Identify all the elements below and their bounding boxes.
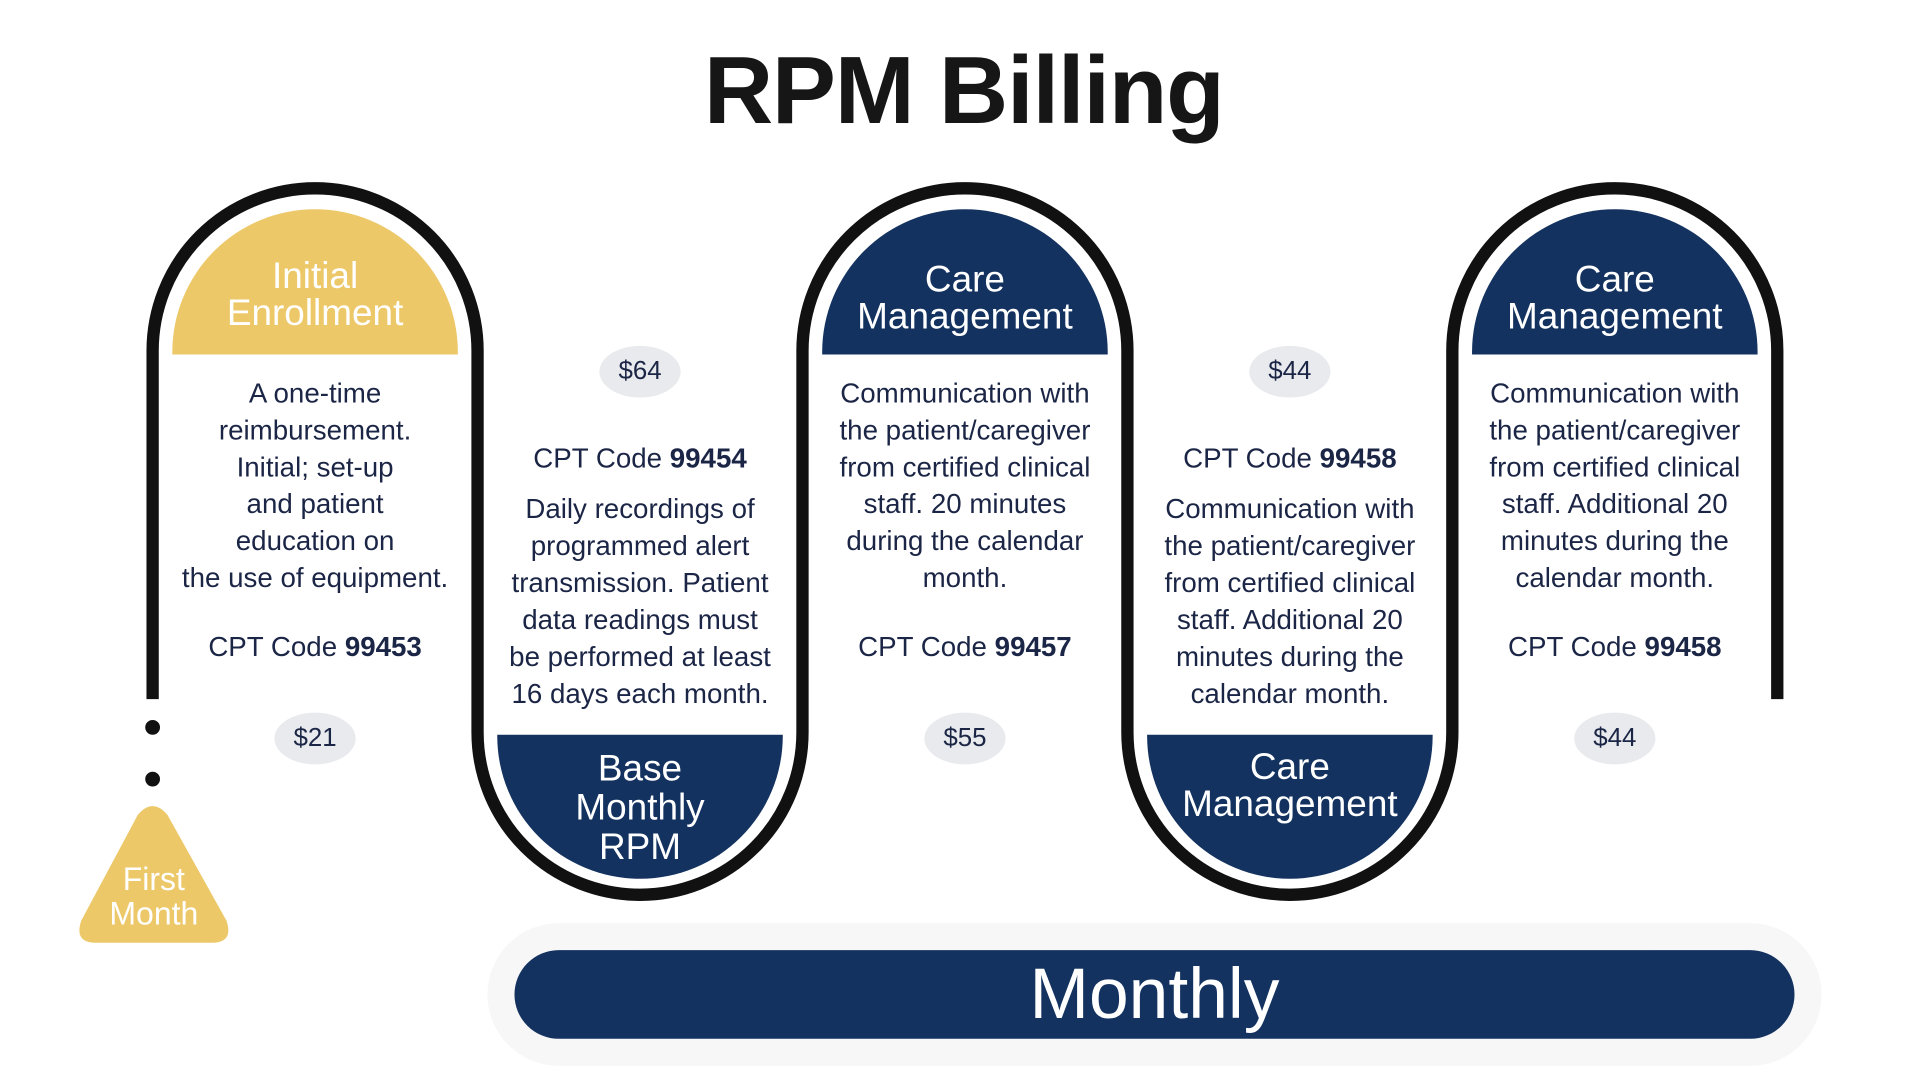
cpt-code: 99454 xyxy=(669,443,747,474)
desc-line: staff. Additional 20 xyxy=(1176,604,1403,636)
desc-line: from certified clinical xyxy=(1164,567,1416,599)
step-1-description: A one-time reimbursement. Initial; set-u… xyxy=(167,375,462,597)
header-line: Management xyxy=(857,296,1073,338)
dot-1 xyxy=(145,720,161,735)
first-month-line1: First xyxy=(122,860,185,898)
desc-line: from certified clinical xyxy=(839,451,1091,483)
cpt-prefix: CPT Code xyxy=(1183,443,1312,474)
cpt-code: 99457 xyxy=(994,631,1072,663)
header-line: Enrollment xyxy=(226,292,404,334)
step-5-price: $44 xyxy=(1574,712,1656,765)
cpt-code: 99458 xyxy=(1644,631,1722,663)
header-line: Care xyxy=(1574,259,1655,301)
header-line: Monthly xyxy=(575,787,705,829)
desc-line: and patient xyxy=(246,488,384,520)
cap-step-5 xyxy=(1472,209,1758,355)
desc-line: the use of equipment. xyxy=(181,562,449,594)
step-4-header: Care Management xyxy=(1147,747,1433,825)
desc-line: from certified clinical xyxy=(1489,451,1741,483)
cap-step-2 xyxy=(497,734,783,879)
cap-step-3 xyxy=(822,209,1108,355)
step-3-price: $55 xyxy=(924,712,1006,765)
desc-line: A one-time xyxy=(248,377,382,409)
desc-line: Communication with xyxy=(840,377,1090,409)
desc-line: data readings must xyxy=(522,604,758,636)
cpt-code: 99458 xyxy=(1319,443,1397,474)
header-line: Management xyxy=(1182,784,1398,825)
desc-line: be performed at least xyxy=(509,641,771,673)
page-title: RPM Billing xyxy=(703,35,1225,145)
step-2-cpt: CPT Code 99454 xyxy=(492,443,787,475)
desc-line: Communication with xyxy=(1165,493,1415,525)
desc-line: programmed alert xyxy=(530,530,750,562)
step-3-cpt: CPT Code 99457 xyxy=(817,631,1112,663)
header-line: Initial xyxy=(271,256,359,297)
monthly-bar: Monthly xyxy=(514,950,1795,1039)
cpt-prefix: CPT Code xyxy=(858,631,987,663)
dot-2 xyxy=(145,771,161,787)
step-4-price: $44 xyxy=(1249,345,1331,398)
desc-line: Initial; set-up xyxy=(236,451,394,483)
desc-line: the patient/caregiver xyxy=(839,414,1091,446)
desc-line: during the calendar xyxy=(846,525,1084,557)
header-line: Care xyxy=(924,259,1005,301)
step-5-header: Care Management xyxy=(1472,262,1758,336)
desc-line: calendar month. xyxy=(1190,678,1390,709)
first-month-line2: Month xyxy=(109,894,199,932)
desc-line: the patient/caregiver xyxy=(1164,530,1416,562)
desc-line: reimbursement. xyxy=(218,414,412,446)
cpt-code: 99453 xyxy=(344,631,422,663)
step-1-cpt: CPT Code 99453 xyxy=(167,631,462,663)
desc-line: 16 days each month. xyxy=(511,678,769,709)
desc-line: minutes during the xyxy=(1175,641,1404,673)
step-5-cpt: CPT Code 99458 xyxy=(1467,631,1762,663)
cap-step-4 xyxy=(1147,734,1433,879)
header-line: Care xyxy=(1249,747,1330,788)
step-2-header: Base Monthly RPM xyxy=(497,748,783,868)
first-month-label: First Month xyxy=(79,862,229,931)
desc-line: month. xyxy=(922,562,1008,594)
first-month-triangle xyxy=(79,806,229,943)
serpentine-outline xyxy=(146,182,1784,901)
step-5-description: Communication with the patient/caregiver… xyxy=(1467,375,1762,597)
cpt-prefix: CPT Code xyxy=(533,443,663,474)
step-2-description: Daily recordings of programmed alert tra… xyxy=(492,491,787,713)
header-line: Management xyxy=(1507,296,1723,338)
desc-line: minutes during the xyxy=(1500,525,1729,557)
desc-line: calendar month. xyxy=(1515,562,1715,594)
header-line: RPM xyxy=(598,827,682,868)
desc-line: staff. Additional 20 xyxy=(1501,488,1728,520)
desc-line: education on xyxy=(235,525,395,557)
step-3-header: Care Management xyxy=(822,262,1108,336)
step-4-cpt: CPT Code 99458 xyxy=(1142,443,1437,475)
desc-line: Daily recordings of xyxy=(525,493,755,525)
desc-line: staff. 20 minutes xyxy=(863,488,1067,520)
cpt-prefix: CPT Code xyxy=(208,631,338,663)
step-1-header: Initial Enrollment xyxy=(172,258,458,332)
cap-step-1 xyxy=(172,209,458,355)
desc-line: Communication with xyxy=(1490,377,1740,409)
header-line: Base xyxy=(597,748,683,789)
cpt-prefix: CPT Code xyxy=(1508,631,1637,663)
step-4-description: Communication with the patient/caregiver… xyxy=(1142,491,1437,713)
desc-line: the patient/caregiver xyxy=(1489,414,1741,446)
step-3-description: Communication with the patient/caregiver… xyxy=(817,375,1112,597)
desc-line: transmission. Patient xyxy=(511,567,769,599)
step-2-price: $64 xyxy=(599,345,681,398)
step-1-price: $21 xyxy=(274,712,356,765)
